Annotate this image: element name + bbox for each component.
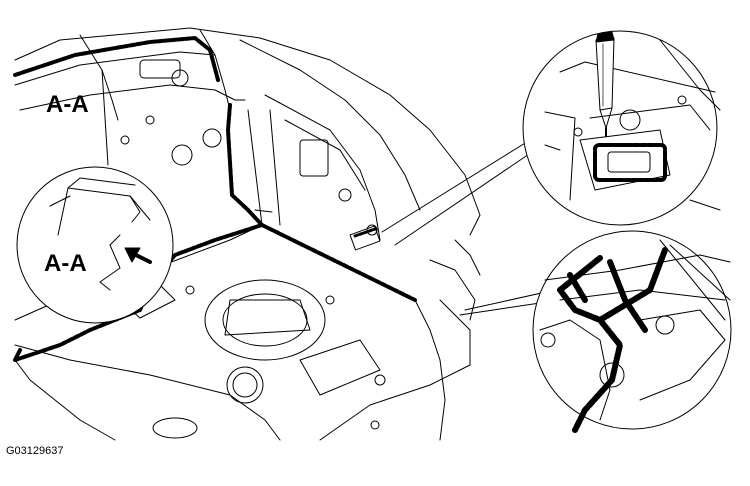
detail-circle-sealant-application [522,30,721,226]
section-label-top: A-A [46,91,89,118]
arrow-icon [124,247,152,264]
sealant-bead-detail [557,247,668,433]
sealant-target-point [349,225,381,251]
section-detail-circle [16,166,174,324]
sealant-bead [13,36,417,362]
detail-circle-sealant-seam [532,230,732,430]
sealant-applicator-icon [595,31,615,137]
seam-detail-marker [234,99,273,213]
section-label-detail: A-A [44,250,87,277]
section-leader-lines [79,34,119,166]
figure-id: G03129637 [6,445,64,457]
